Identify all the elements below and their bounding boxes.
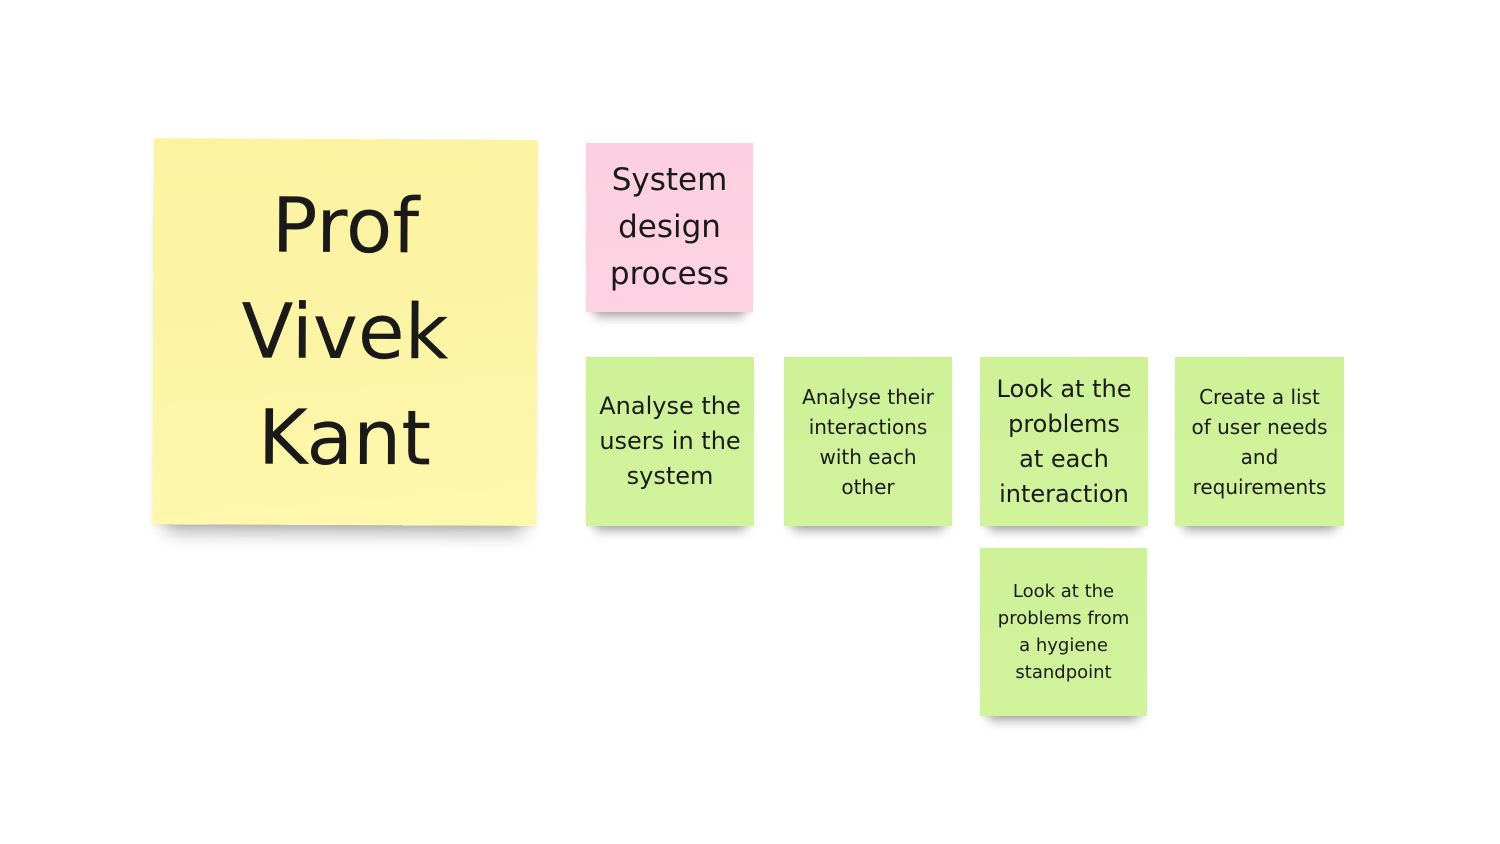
sticky-note-text: Analyse their interactions with each oth… <box>802 384 934 499</box>
sticky-note-hygiene[interactable]: Look at the problems from a hygiene stan… <box>980 548 1147 716</box>
sticky-note-text: Create a list of user needs and requirem… <box>1191 384 1328 499</box>
sticky-note-analyse-users[interactable]: Analyse the users in the system <box>586 357 754 526</box>
sticky-note-text: Analyse the users in the system <box>599 392 741 490</box>
sticky-note-author[interactable]: Prof Vivek Kant <box>152 138 538 526</box>
sticky-note-text: Prof Vivek Kant <box>241 180 449 483</box>
sticky-note-topic[interactable]: System design process <box>586 143 753 312</box>
sticky-note-text: System design process <box>609 162 730 292</box>
sticky-note-look-problems[interactable]: Look at the problems at each interaction <box>980 357 1148 526</box>
sticky-note-text: Look at the problems at each interaction <box>996 374 1132 508</box>
sticky-note-user-needs[interactable]: Create a list of user needs and requirem… <box>1175 357 1344 526</box>
sticky-note-analyse-interactions[interactable]: Analyse their interactions with each oth… <box>784 357 952 526</box>
sticky-note-text: Look at the problems from a hygiene stan… <box>997 581 1130 683</box>
